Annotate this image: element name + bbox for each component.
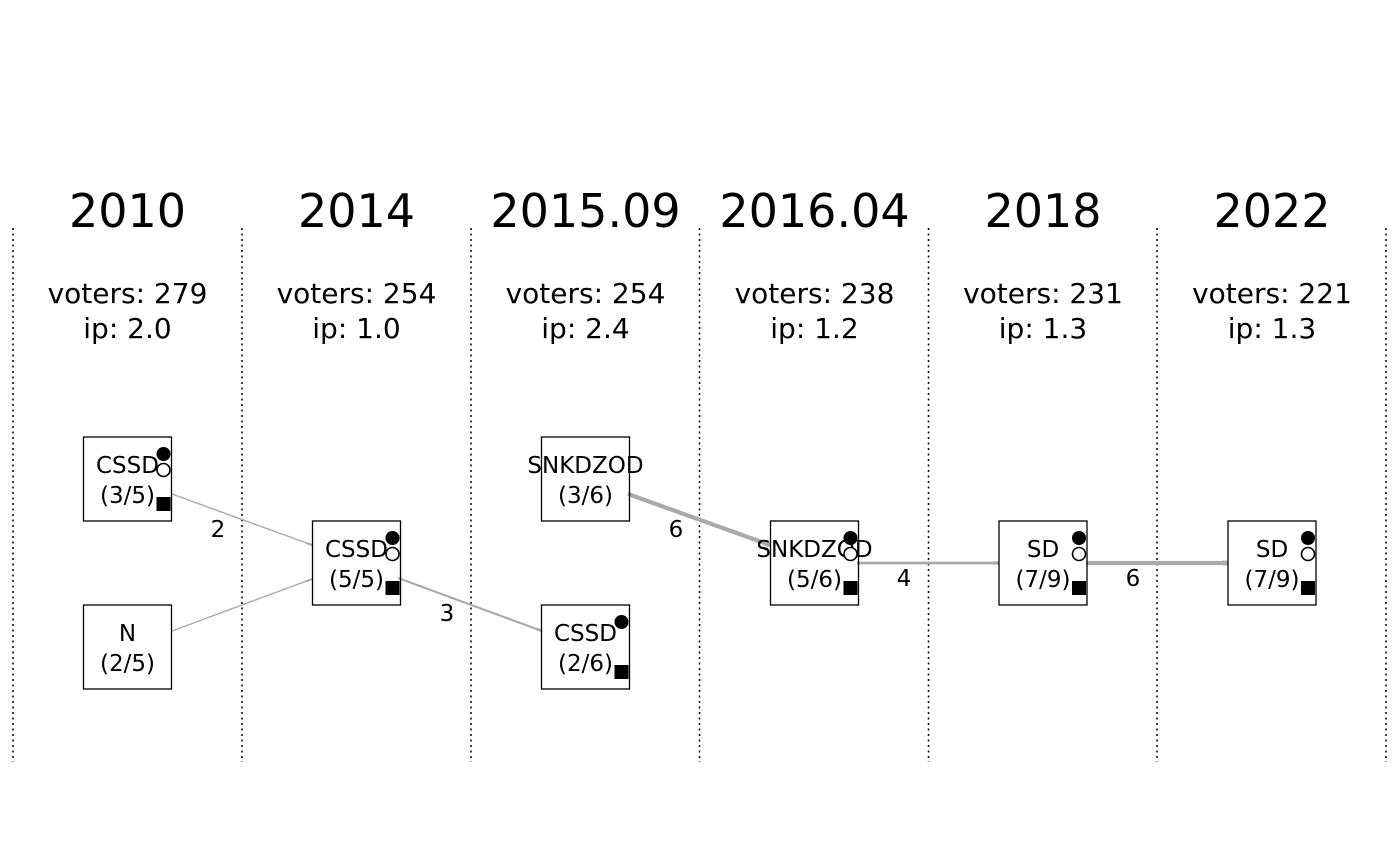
party-box-frame [82,436,173,522]
party-seats: (7/9) [1016,567,1071,593]
filled-square-icon [156,497,171,511]
party-box-frame [540,436,631,522]
ip-value: ip: 1.0 [312,312,400,345]
flow-count-label: 2 [211,517,226,543]
flow-arrowhead [305,578,313,583]
party-box: SNKDZOD(5/6) [756,520,873,606]
party-box-frame [311,520,402,606]
election-year: 2018 [984,184,1101,238]
filled-square-icon [385,581,400,595]
flow-line [171,493,313,546]
ip-value: ip: 1.3 [1228,312,1316,345]
party-box-frame [82,604,173,690]
flow-line [397,577,543,632]
flow-count-label: 3 [440,601,455,627]
party-box: CSSD (5/5) [311,520,402,606]
party-box-frame [998,520,1088,606]
election-year: 2010 [69,184,186,238]
ip-value: ip: 1.2 [770,312,858,345]
open-circle-icon [1300,546,1316,562]
flow-arrowhead [305,541,313,546]
voters-count: voters: 254 [277,277,437,310]
party-box: N (2/5) [82,604,173,690]
filled-circle-icon [156,447,171,461]
party-name: N [119,621,136,647]
open-circle-icon [1071,546,1087,562]
party-box: SD (7/9) [998,520,1088,606]
party-seats: (5/5) [329,567,384,593]
open-circle-icon [156,462,171,478]
ip-value: ip: 2.0 [83,312,171,345]
election-year: 2015.09 [490,184,680,238]
voters-count: voters: 238 [735,277,895,310]
filled-square-icon [1301,581,1315,595]
filled-square-icon [1072,581,1086,595]
filled-circle-icon [1301,531,1315,545]
party-box-frame [769,520,860,606]
open-circle-icon [385,546,400,562]
party-box: SNKDZOD (3/6) [527,436,644,522]
voters-count: voters: 231 [963,277,1123,310]
flow-count-label: 6 [669,517,684,543]
party-name: CSSD [325,537,388,563]
flows: 2 3 6 4 6 [171,492,1228,633]
party-seats: (3/5) [100,483,155,509]
party-seats: (2/5) [100,651,155,677]
voters-count: voters: 221 [1192,277,1352,310]
party-name: CSSD [554,621,617,647]
ip-value: ip: 1.3 [999,312,1087,345]
column-dividers [12,228,1387,762]
ip-value: ip: 2.4 [541,312,629,345]
voters-count: voters: 254 [506,277,666,310]
party-box: SD (7/9) [1227,520,1317,606]
filled-circle-icon [385,531,400,545]
flow-line [627,492,771,547]
election-year: 2022 [1213,184,1330,238]
party-seats: (3/6) [558,483,613,509]
party-name: CSSD [96,453,159,479]
flow-line [171,578,313,632]
filled-square-icon [614,665,629,679]
party-box-frame [1227,520,1317,606]
filled-circle-icon [1072,531,1086,545]
election-year: 2014 [298,184,415,238]
party-seats: (7/9) [1245,567,1300,593]
party-box: CSSD (3/5) [82,436,173,522]
party-seats: (5/6) [787,567,842,593]
flow-arrowhead [763,540,771,548]
party-seats: (2/6) [558,651,613,677]
election-year: 2016.04 [719,184,909,238]
party-box: CSSD (2/6) [540,604,631,690]
filled-circle-icon [614,615,629,629]
party-boxes: CSSD (3/5) N (2/5) CSSD (5/5) SNKDZOD (3/6) CSSD… [82,436,1317,690]
filled-circle-icon [843,531,858,545]
flow-count-label: 4 [897,566,912,592]
flow-count-label: 6 [1126,566,1141,592]
filled-square-icon [843,581,858,595]
open-circle-icon [843,546,858,562]
party-name: SD [1027,537,1059,563]
party-name: SD [1256,537,1288,563]
voters-count: voters: 279 [48,277,208,310]
party-box-frame [540,604,631,690]
party-name: SNKDZOD [527,453,643,479]
